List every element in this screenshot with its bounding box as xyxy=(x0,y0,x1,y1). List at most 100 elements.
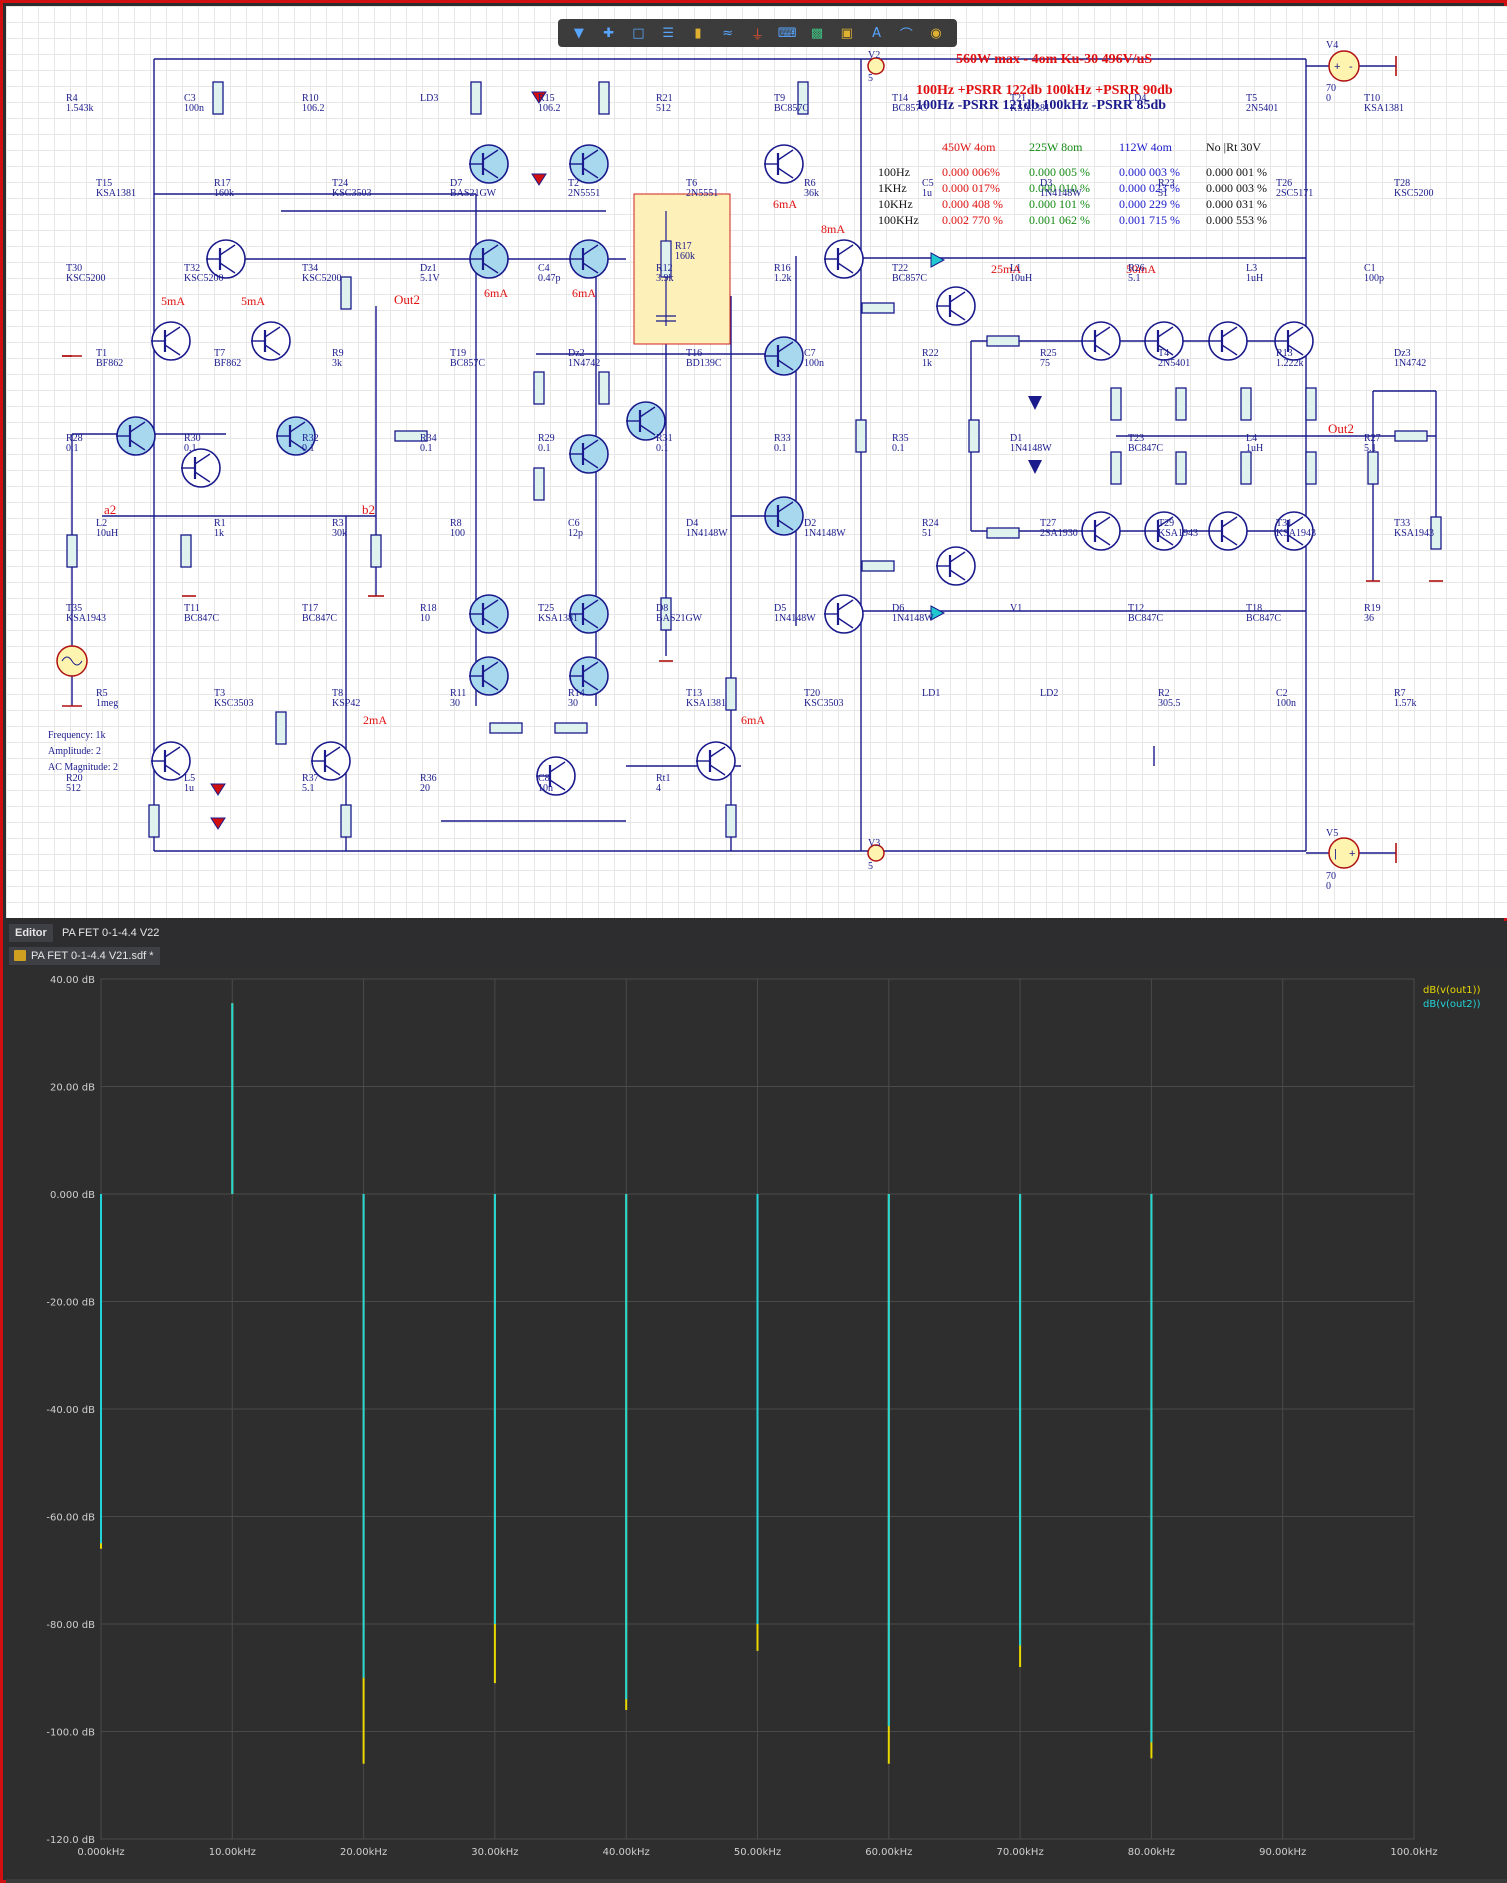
schematic-canvas[interactable]: R17 160k +- |+ xyxy=(6,6,1507,918)
component-icon[interactable]: ▮ xyxy=(694,25,702,41)
resistor[interactable] xyxy=(598,371,610,405)
net-label-a2[interactable]: a2 xyxy=(104,502,116,517)
align-icon[interactable]: ☰ xyxy=(662,25,674,41)
transistor[interactable] xyxy=(1208,321,1248,361)
transistor[interactable] xyxy=(116,416,156,456)
tab-document[interactable]: PA FET 0-1-4.4 V22 xyxy=(62,927,160,939)
transistor[interactable] xyxy=(311,741,351,781)
text-icon[interactable]: A xyxy=(872,25,881,41)
transistor[interactable] xyxy=(569,434,609,474)
tab-editor[interactable]: Editor xyxy=(9,924,53,942)
transistor[interactable] xyxy=(1081,511,1121,551)
net-label-icon[interactable]: ⌨ xyxy=(777,25,797,41)
transistor[interactable] xyxy=(764,496,804,536)
resistor[interactable] xyxy=(986,335,1020,347)
ground-icon[interactable]: ⏚ xyxy=(750,27,764,43)
transistor[interactable] xyxy=(936,546,976,586)
transistor[interactable] xyxy=(626,401,666,441)
transistor[interactable] xyxy=(1274,321,1314,361)
select-rect-icon[interactable]: □ xyxy=(632,25,645,41)
transistor[interactable] xyxy=(276,416,316,456)
transistor[interactable] xyxy=(1274,511,1314,551)
resistor[interactable] xyxy=(1175,387,1187,421)
resistor[interactable] xyxy=(986,527,1020,539)
transistor[interactable] xyxy=(764,144,804,184)
resistor[interactable] xyxy=(66,534,78,568)
transistor[interactable] xyxy=(469,594,509,634)
voltage-source-v4[interactable]: +- xyxy=(1328,50,1360,82)
resistor[interactable] xyxy=(340,804,352,838)
resistor[interactable] xyxy=(725,677,737,711)
resistor[interactable] xyxy=(394,430,428,442)
resistor[interactable] xyxy=(1430,516,1442,550)
resistor[interactable] xyxy=(861,302,895,314)
voltage-source-v2[interactable] xyxy=(867,57,885,75)
resistor[interactable] xyxy=(1367,451,1379,485)
transistor[interactable] xyxy=(696,741,736,781)
resistor[interactable] xyxy=(180,534,192,568)
legend-entry[interactable]: dB(v(out1)) xyxy=(1423,985,1481,996)
highlighted-block[interactable] xyxy=(633,193,731,345)
transistor[interactable] xyxy=(251,321,291,361)
resistor[interactable] xyxy=(1110,387,1122,421)
resistor[interactable] xyxy=(533,467,545,501)
transistor[interactable] xyxy=(536,756,576,796)
net-label-b2[interactable]: b2 xyxy=(362,502,375,517)
net-label-out2-input[interactable]: Out2 xyxy=(394,292,420,307)
filter-icon[interactable]: ▼ xyxy=(573,25,584,41)
marker-icon[interactable]: ◉ xyxy=(930,25,942,41)
resistor[interactable] xyxy=(660,597,672,631)
transistor[interactable] xyxy=(181,448,221,488)
resistor[interactable] xyxy=(1240,451,1252,485)
transistor[interactable] xyxy=(936,286,976,326)
transistor[interactable] xyxy=(469,144,509,184)
transistor[interactable] xyxy=(764,336,804,376)
resistor[interactable] xyxy=(1240,387,1252,421)
transistor[interactable] xyxy=(1144,321,1184,361)
resistor[interactable] xyxy=(1175,451,1187,485)
voltage-source-v3[interactable] xyxy=(867,844,885,862)
bus-icon[interactable]: ≈ xyxy=(722,25,734,41)
transistor[interactable] xyxy=(469,239,509,279)
transistor[interactable] xyxy=(151,321,191,361)
transistor[interactable] xyxy=(569,594,609,634)
net-label-out2-output[interactable]: Out2 xyxy=(1328,421,1354,436)
resistor[interactable] xyxy=(340,276,352,310)
voltage-source-v5[interactable]: |+ xyxy=(1328,837,1360,869)
tab-sdf-file[interactable]: PA FET 0-1-4.4 V21.sdf * xyxy=(9,947,160,965)
resistor[interactable] xyxy=(1394,430,1428,442)
resistor[interactable] xyxy=(554,722,588,734)
resistor[interactable] xyxy=(1110,451,1122,485)
resistor[interactable] xyxy=(968,419,980,453)
crosshair-icon[interactable]: ✚ xyxy=(603,25,615,41)
resistor[interactable] xyxy=(470,81,482,115)
transistor[interactable] xyxy=(569,144,609,184)
transistor[interactable] xyxy=(824,239,864,279)
legend-entry[interactable]: dB(v(out2)) xyxy=(1423,999,1481,1010)
resistor[interactable] xyxy=(861,560,895,572)
resistor[interactable] xyxy=(1305,387,1317,421)
resistor[interactable] xyxy=(489,722,523,734)
voltage-source-v1[interactable] xyxy=(56,645,88,677)
transistor[interactable] xyxy=(151,741,191,781)
schematic-editor[interactable]: R17 160k +- |+ xyxy=(6,6,1507,918)
transistor[interactable] xyxy=(206,239,246,279)
arc-icon[interactable]: ⌒ xyxy=(899,27,913,43)
port-icon[interactable]: ▩ xyxy=(810,25,824,41)
transistor[interactable] xyxy=(1144,511,1184,551)
resistor[interactable] xyxy=(855,419,867,453)
resistor[interactable] xyxy=(1305,451,1317,485)
resistor[interactable] xyxy=(725,804,737,838)
sheet-icon[interactable]: ▣ xyxy=(840,25,853,41)
transistor[interactable] xyxy=(469,656,509,696)
transistor[interactable] xyxy=(824,594,864,634)
transistor[interactable] xyxy=(569,239,609,279)
resistor[interactable] xyxy=(598,81,610,115)
transistor[interactable] xyxy=(1081,321,1121,361)
transistor[interactable] xyxy=(1208,511,1248,551)
resistor[interactable] xyxy=(533,371,545,405)
resistor[interactable] xyxy=(212,81,224,115)
resistor[interactable] xyxy=(275,711,287,745)
